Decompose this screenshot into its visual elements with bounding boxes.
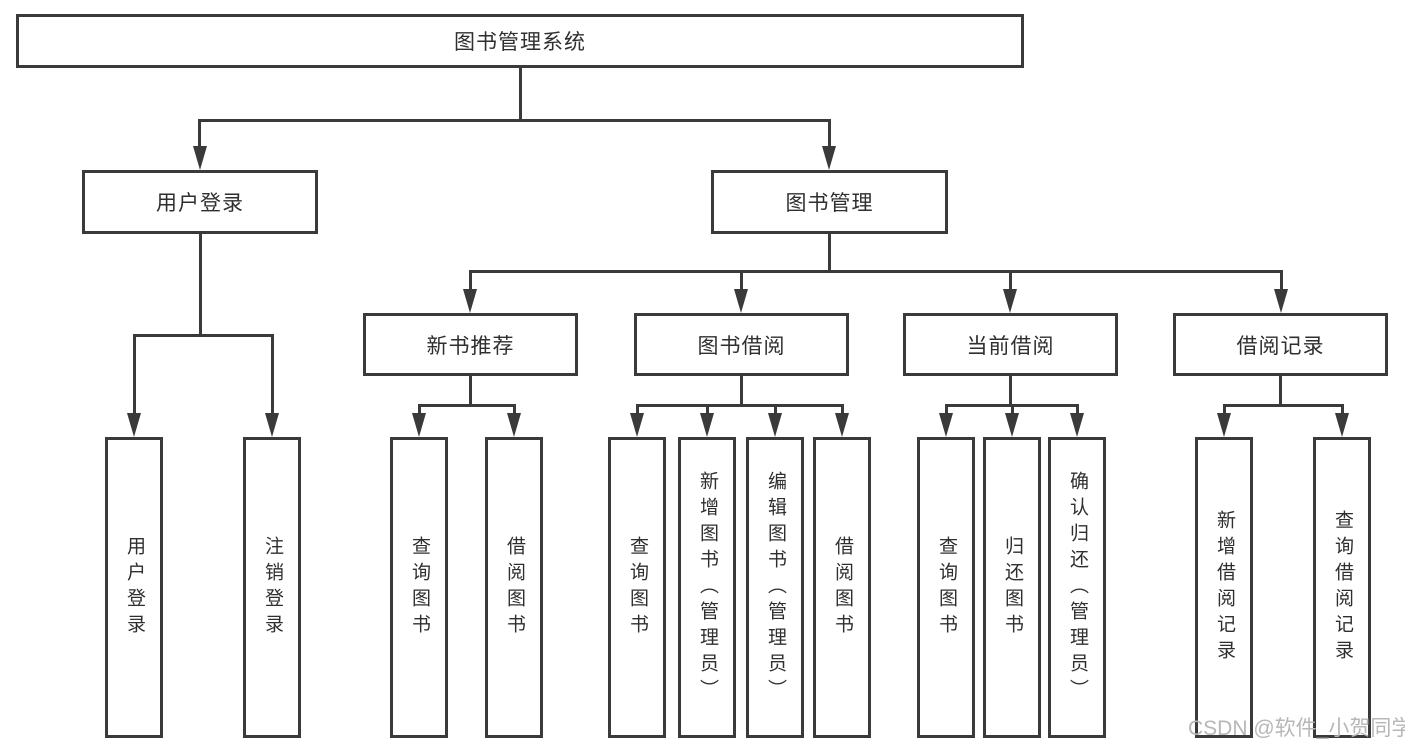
arrow-down-icon bbox=[939, 413, 953, 437]
connector-drop bbox=[636, 404, 639, 415]
connector-bar bbox=[418, 404, 516, 407]
node-book-management: 图书管理 bbox=[711, 170, 948, 234]
connector-drop bbox=[1076, 404, 1079, 415]
arrow-down-icon bbox=[463, 289, 477, 313]
arrow-down-icon bbox=[835, 413, 849, 437]
arrow-down-icon bbox=[768, 413, 782, 437]
leaf-query-books-recommend: 查询图书 bbox=[390, 437, 448, 738]
node-library-system: 图书管理系统 bbox=[16, 14, 1024, 68]
connector-drop bbox=[740, 270, 743, 291]
leaf-return-book: 归还图书 bbox=[983, 437, 1041, 738]
connector-drop bbox=[1011, 404, 1014, 415]
leaf-edit-book-admin: 编辑图书（管理员） bbox=[746, 437, 804, 738]
arrow-down-icon bbox=[1217, 413, 1231, 437]
connector-drop bbox=[774, 404, 777, 415]
connector-drop bbox=[271, 334, 274, 415]
connector-drop bbox=[513, 404, 516, 415]
connector-drop bbox=[1223, 404, 1226, 415]
connector-drop bbox=[133, 334, 136, 415]
connector-stem bbox=[1279, 376, 1282, 407]
arrow-down-icon bbox=[700, 413, 714, 437]
node-current-borrow: 当前借阅 bbox=[903, 313, 1118, 376]
connector-level3-bar bbox=[469, 270, 1282, 273]
connector-drop bbox=[828, 119, 831, 149]
arrow-down-icon bbox=[412, 413, 426, 437]
connector-book-mgmt-stem bbox=[828, 234, 831, 273]
connector-user-login-stem bbox=[199, 234, 202, 336]
connector-drop bbox=[198, 119, 201, 149]
node-new-book-recommend: 新书推荐 bbox=[363, 313, 578, 376]
arrow-down-icon bbox=[127, 413, 141, 437]
node-borrow-records: 借阅记录 bbox=[1173, 313, 1388, 376]
watermark: CSDN @软件_小贺同学 bbox=[1188, 717, 1405, 740]
connector-drop bbox=[706, 404, 709, 415]
connector-stem bbox=[1009, 376, 1012, 407]
connector-root-stem bbox=[519, 67, 522, 121]
node-book-borrow: 图书借阅 bbox=[634, 313, 849, 376]
arrow-down-icon bbox=[1335, 413, 1349, 437]
leaf-logout: 注销登录 bbox=[243, 437, 301, 738]
leaf-query-books-borrow: 查询图书 bbox=[608, 437, 666, 738]
connector-drop bbox=[469, 270, 472, 291]
arrow-down-icon bbox=[265, 413, 279, 437]
arrow-down-icon bbox=[1070, 413, 1084, 437]
leaf-user-login: 用户登录 bbox=[105, 437, 163, 738]
connector-bar bbox=[1223, 404, 1344, 407]
arrow-down-icon bbox=[734, 289, 748, 313]
arrow-down-icon bbox=[193, 146, 207, 170]
node-user-login: 用户登录 bbox=[82, 170, 318, 234]
connector-stem bbox=[469, 376, 472, 407]
connector-bar bbox=[636, 404, 843, 407]
leaf-confirm-return-admin: 确认归还（管理员） bbox=[1048, 437, 1106, 738]
arrow-down-icon bbox=[1003, 289, 1017, 313]
arrow-down-icon bbox=[630, 413, 644, 437]
connector-user-login-bar bbox=[133, 334, 274, 337]
leaf-add-book-admin: 新增图书（管理员） bbox=[678, 437, 736, 738]
connector-drop bbox=[1341, 404, 1344, 415]
connector-stem bbox=[740, 376, 743, 407]
arrow-down-icon bbox=[822, 146, 836, 170]
leaf-borrow-books: 借阅图书 bbox=[813, 437, 871, 738]
connector-level2-bar bbox=[198, 119, 831, 122]
leaf-query-borrow-record: 查询借阅记录 bbox=[1313, 437, 1371, 738]
connector-drop bbox=[1280, 270, 1283, 291]
arrow-down-icon bbox=[1274, 289, 1288, 313]
leaf-borrow-books-recommend: 借阅图书 bbox=[485, 437, 543, 738]
arrow-down-icon bbox=[1005, 413, 1019, 437]
connector-drop bbox=[841, 404, 844, 415]
connector-drop bbox=[945, 404, 948, 415]
arrow-down-icon bbox=[507, 413, 521, 437]
leaf-add-borrow-record: 新增借阅记录 bbox=[1195, 437, 1253, 738]
connector-drop bbox=[418, 404, 421, 415]
connector-drop bbox=[1009, 270, 1012, 291]
leaf-query-books-current: 查询图书 bbox=[917, 437, 975, 738]
